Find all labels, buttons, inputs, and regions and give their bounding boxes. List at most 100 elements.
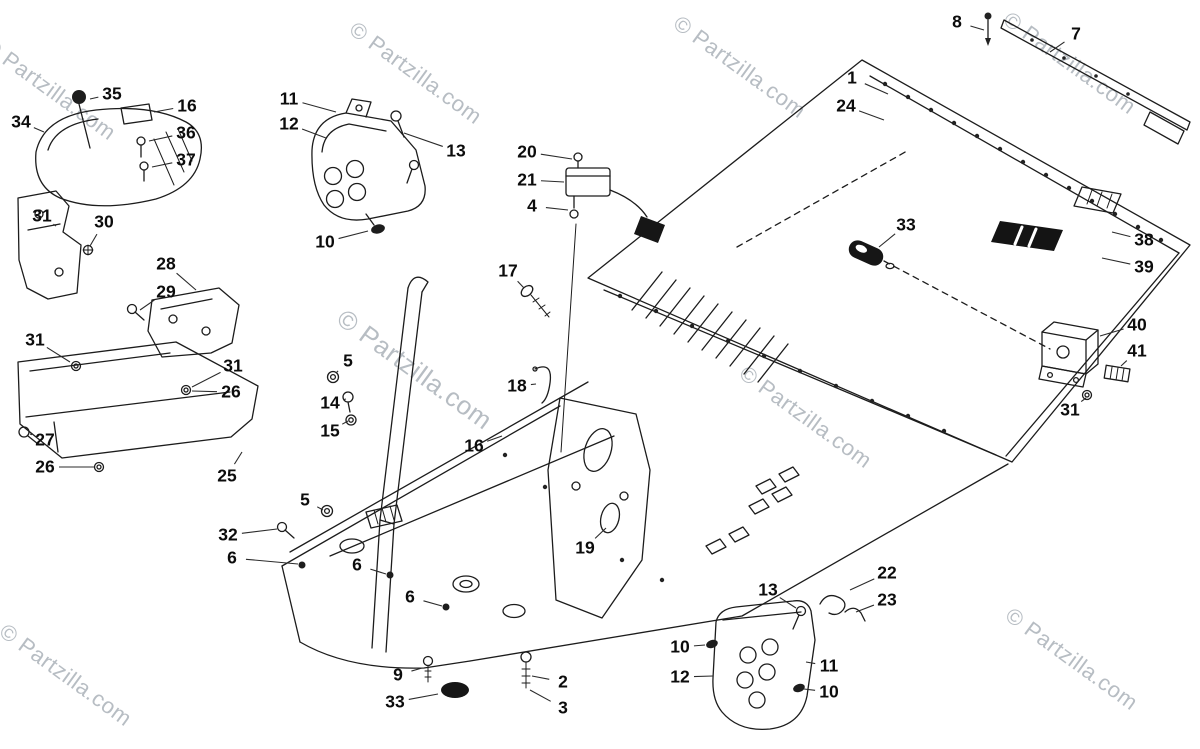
gasket-16 bbox=[120, 103, 153, 125]
callout-10: 10 bbox=[819, 681, 839, 702]
callout-5: 5 bbox=[300, 489, 310, 510]
callout-16: 16 bbox=[464, 435, 484, 456]
leader-line-26 bbox=[191, 390, 218, 393]
leader-line-39 bbox=[1101, 257, 1131, 265]
leader-line-24 bbox=[858, 110, 885, 121]
console-bracket-upper bbox=[311, 98, 426, 234]
hook-part bbox=[532, 366, 552, 404]
logo-decal bbox=[991, 221, 1063, 251]
leader-line-5 bbox=[335, 370, 339, 374]
callout-7: 7 bbox=[1071, 23, 1081, 44]
leader-line-40 bbox=[1099, 328, 1124, 337]
callout-22: 22 bbox=[877, 562, 897, 583]
callout-3: 3 bbox=[558, 697, 568, 718]
leader-line-33 bbox=[878, 233, 896, 248]
top-rail-part bbox=[1000, 19, 1191, 145]
callout-16: 16 bbox=[177, 95, 197, 116]
leader-line-10 bbox=[693, 644, 706, 647]
leader-line-9 bbox=[411, 667, 423, 672]
leader-line-18 bbox=[530, 383, 537, 386]
rear-bracket-part bbox=[1038, 321, 1131, 401]
console-bracket-lower bbox=[706, 600, 816, 731]
support-bracket-part bbox=[126, 287, 240, 358]
callout-31: 31 bbox=[223, 355, 243, 376]
leader-line-12 bbox=[301, 128, 327, 139]
leader-line-21 bbox=[540, 180, 565, 183]
callout-2: 2 bbox=[558, 671, 568, 692]
leader-line-3 bbox=[529, 689, 551, 702]
leader-line-28 bbox=[176, 272, 197, 291]
callout-10: 10 bbox=[670, 636, 690, 657]
leader-line-10 bbox=[803, 688, 816, 691]
leader-line-25 bbox=[233, 451, 243, 465]
leader-line-31 bbox=[1080, 397, 1087, 403]
callout-38: 38 bbox=[1134, 229, 1154, 250]
leader-line-35 bbox=[89, 96, 99, 100]
callout-6: 6 bbox=[227, 547, 237, 568]
leader-line-27 bbox=[29, 433, 33, 436]
callout-9: 9 bbox=[393, 664, 403, 685]
callout-19: 19 bbox=[575, 537, 595, 558]
leader-line-16 bbox=[486, 435, 503, 442]
callout-6: 6 bbox=[405, 586, 415, 607]
callout-26: 26 bbox=[35, 456, 55, 477]
leader-line-29 bbox=[139, 299, 155, 311]
footrest-part bbox=[17, 341, 259, 473]
callout-20: 20 bbox=[517, 141, 537, 162]
callout-21: 21 bbox=[517, 169, 537, 190]
cap-35 bbox=[72, 90, 86, 104]
leader-line-41 bbox=[1120, 360, 1128, 367]
callout-32: 32 bbox=[218, 524, 238, 545]
callout-11: 11 bbox=[819, 655, 839, 676]
leader-line-22 bbox=[849, 578, 875, 591]
callout-24: 24 bbox=[836, 95, 856, 116]
tunnel-panel-part bbox=[587, 59, 1191, 463]
front-bracket-left bbox=[17, 190, 94, 300]
leader-line-14 bbox=[343, 398, 347, 401]
callout-23: 23 bbox=[877, 589, 897, 610]
callout-37: 37 bbox=[176, 149, 196, 170]
leader-line-32 bbox=[241, 528, 278, 534]
callout-41: 41 bbox=[1127, 340, 1147, 361]
leader-line-38 bbox=[1111, 231, 1131, 238]
leader-line-11 bbox=[805, 661, 816, 665]
leader-line-15 bbox=[341, 420, 349, 425]
leader-line-6 bbox=[370, 568, 387, 575]
callout-15: 15 bbox=[320, 420, 340, 441]
callout-33: 33 bbox=[896, 214, 916, 235]
leader-line-13 bbox=[403, 132, 443, 147]
leader-line-16 bbox=[153, 107, 174, 113]
leader-line-1 bbox=[864, 83, 889, 95]
callout-13: 13 bbox=[758, 579, 778, 600]
reflector-part bbox=[1103, 364, 1131, 383]
wire-connector bbox=[634, 216, 665, 243]
vent-grommet bbox=[848, 240, 884, 266]
leader-line-10 bbox=[338, 230, 369, 240]
callout-31: 31 bbox=[32, 205, 52, 226]
callout-26: 26 bbox=[221, 381, 241, 402]
callout-30: 30 bbox=[94, 211, 114, 232]
leader-line-6 bbox=[245, 558, 299, 565]
callout-29: 29 bbox=[156, 281, 176, 302]
callout-39: 39 bbox=[1134, 256, 1154, 277]
leader-line-12 bbox=[693, 675, 714, 678]
leader-line-6 bbox=[423, 600, 443, 607]
callout-35: 35 bbox=[102, 83, 122, 104]
leader-line-31 bbox=[46, 346, 71, 363]
callout-33: 33 bbox=[385, 691, 405, 712]
callout-25: 25 bbox=[217, 465, 237, 486]
callout-1: 1 bbox=[847, 67, 857, 88]
leader-line-33 bbox=[408, 693, 439, 700]
callout-40: 40 bbox=[1127, 314, 1147, 335]
leader-line-23 bbox=[855, 604, 875, 613]
leader-line-11 bbox=[302, 102, 337, 113]
callout-31: 31 bbox=[25, 329, 45, 350]
leader-line-31 bbox=[191, 371, 221, 388]
callout-14: 14 bbox=[320, 392, 340, 413]
ecu-module-part bbox=[560, 152, 665, 453]
callout-13: 13 bbox=[446, 140, 466, 161]
